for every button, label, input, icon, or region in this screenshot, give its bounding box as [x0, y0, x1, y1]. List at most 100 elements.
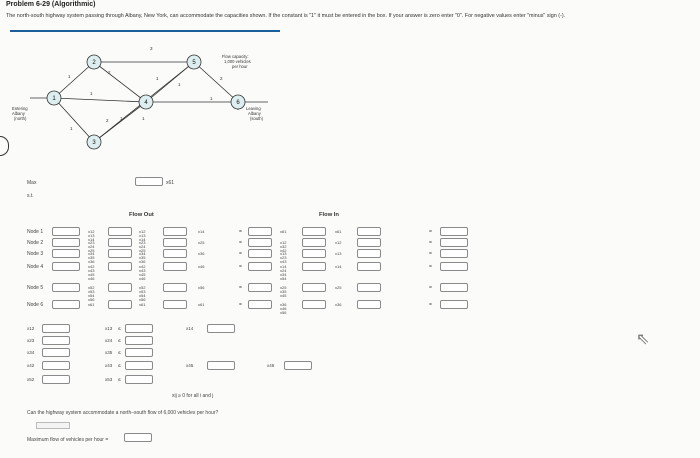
flow-in-var: x43: [280, 259, 287, 264]
flow-out-coefficient-input[interactable]: [108, 262, 132, 271]
flow-in-coefficient-input[interactable]: [248, 300, 272, 309]
capacity-input[interactable]: [42, 375, 70, 384]
flow-in-var: x34: [280, 272, 287, 277]
rhs-input[interactable]: [440, 300, 468, 309]
row-coefficient-input[interactable]: [52, 300, 80, 309]
flow-in-coefficient-input[interactable]: [248, 283, 272, 292]
relation-op: =: [239, 240, 242, 246]
flow-out-coefficient-input[interactable]: [108, 300, 132, 309]
capacity-input[interactable]: [42, 348, 70, 357]
svg-text:(south): (south): [250, 116, 264, 121]
flow-out-var: x56: [88, 297, 95, 302]
capacity-input[interactable]: [207, 324, 235, 333]
flow-out-var: x35: [88, 255, 95, 260]
flow-out-extra-input[interactable]: [163, 262, 187, 271]
objective-coefficient[interactable]: [135, 177, 163, 186]
flow-in-extra-input[interactable]: [357, 238, 381, 247]
row-coefficient-input[interactable]: [52, 262, 80, 271]
capacity-var: x24: [105, 338, 113, 343]
capacity-op: ≤: [118, 377, 121, 383]
flow-out-extra-input[interactable]: [163, 300, 187, 309]
svg-text:3: 3: [150, 46, 153, 51]
max-flow-label: Maximum flow of vehicles per hour =: [27, 437, 109, 443]
rhs-input[interactable]: [440, 283, 468, 292]
svg-text:1: 1: [52, 96, 56, 102]
capacity-input[interactable]: [125, 336, 153, 345]
capacity-op: ≤: [118, 338, 121, 344]
capacity-var: x23: [27, 338, 35, 343]
problem-title: Problem 6-29 (Algorithmic): [6, 1, 96, 8]
capacity-input[interactable]: [125, 324, 153, 333]
flow-out-extra-input[interactable]: [163, 227, 187, 236]
node-5: [186, 54, 202, 70]
flow-in-extra-input[interactable]: [357, 249, 381, 258]
capacity-input[interactable]: [284, 361, 312, 370]
svg-text:2: 2: [220, 76, 223, 81]
flow-out-var: x24: [88, 244, 95, 249]
flow-in-mid-input[interactable]: [302, 249, 326, 258]
capacity-input[interactable]: [42, 324, 70, 333]
flow-in-mid-var: x14: [335, 264, 342, 269]
capacity-input[interactable]: [42, 336, 70, 345]
flow-in-mid-var: x36: [335, 302, 342, 307]
flow-out-coefficient-input[interactable]: [108, 249, 132, 258]
flow-out-var: x34: [88, 251, 95, 256]
rhs-input[interactable]: [440, 227, 468, 236]
svg-text:1: 1: [68, 74, 71, 79]
nonneg-constraint: xij ≥ 0 for all i and j: [172, 393, 214, 399]
flow-out-coefficient-input[interactable]: [108, 283, 132, 292]
flow-in-coefficient-input[interactable]: [248, 238, 272, 247]
yes-no-select[interactable]: [36, 422, 70, 429]
capacity-input[interactable]: [207, 361, 235, 370]
flow-out-var: x54: [88, 293, 95, 298]
flow-out-var: x25: [88, 248, 95, 253]
row-coefficient-input[interactable]: [52, 249, 80, 258]
rhs-input[interactable]: [440, 262, 468, 271]
flow-out-var: x36: [139, 259, 146, 264]
row-coefficient-input[interactable]: [52, 227, 80, 236]
flow-out-extra-input[interactable]: [163, 238, 187, 247]
flow-in-mid-input[interactable]: [302, 227, 326, 236]
capacity-var: x52: [27, 377, 35, 382]
flow-out-coefficient-input[interactable]: [108, 238, 132, 247]
row-coefficient-input[interactable]: [52, 283, 80, 292]
flow-out-var: x35: [139, 255, 146, 260]
flow-in-mid-input[interactable]: [302, 300, 326, 309]
flow-out-var: x24: [139, 244, 146, 249]
flow-in-extra-input[interactable]: [357, 300, 381, 309]
flow-out-var: x13: [88, 233, 95, 238]
flow-in-coefficient-input[interactable]: [248, 262, 272, 271]
flow-in-mid-input[interactable]: [302, 262, 326, 271]
flow-out-coefficient-input[interactable]: [108, 227, 132, 236]
flow-in-extra-input[interactable]: [357, 283, 381, 292]
relation-op: =: [239, 229, 242, 235]
svg-text:1: 1: [142, 116, 145, 121]
flow-in-extra-input[interactable]: [357, 227, 381, 236]
flow-out-extra-input[interactable]: [163, 283, 187, 292]
svg-text:2: 2: [106, 118, 109, 123]
row-coefficient-input[interactable]: [52, 238, 80, 247]
flow-in-var: x45: [280, 293, 287, 298]
flow-in-coefficient-input[interactable]: [248, 227, 272, 236]
flow-in-mid-input[interactable]: [302, 238, 326, 247]
flow-in-var: x25: [280, 285, 287, 290]
capacity-var: x14: [186, 326, 194, 331]
flow-out-var: x45: [88, 272, 95, 277]
flow-in-var: x12: [280, 240, 287, 245]
rhs-input[interactable]: [440, 249, 468, 258]
svg-text:1: 1: [178, 82, 181, 87]
svg-text:4: 4: [144, 100, 148, 106]
max-flow-input[interactable]: [124, 433, 152, 442]
flow-out-extra-input[interactable]: [163, 249, 187, 258]
flow-in-mid-input[interactable]: [302, 283, 326, 292]
rhs-input[interactable]: [440, 238, 468, 247]
relation-op: =: [239, 285, 242, 291]
flow-in-extra-input[interactable]: [357, 262, 381, 271]
capacity-input[interactable]: [42, 361, 70, 370]
rhs-op: =: [429, 285, 432, 291]
capacity-input[interactable]: [125, 361, 153, 370]
flow-in-var: x56: [280, 310, 287, 315]
capacity-input[interactable]: [125, 375, 153, 384]
capacity-input[interactable]: [125, 348, 153, 357]
flow-in-coefficient-input[interactable]: [248, 249, 272, 258]
